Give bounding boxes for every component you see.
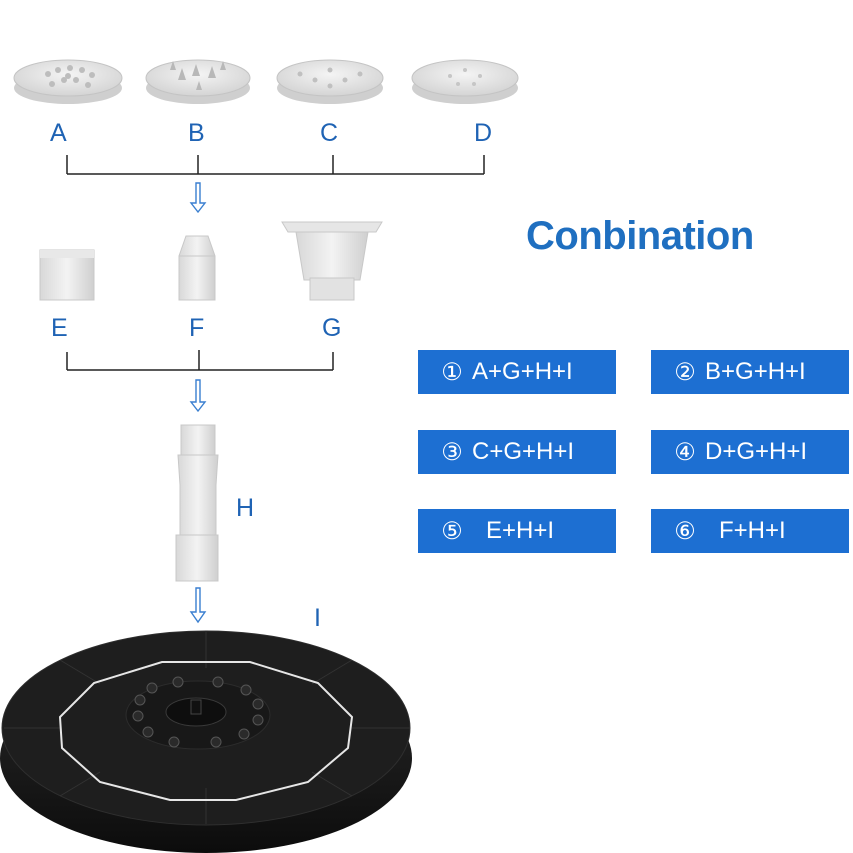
part-label-f: F xyxy=(189,314,205,342)
nozzle-b xyxy=(145,59,251,104)
combination-text: E+H+I xyxy=(486,517,555,544)
nozzle-g xyxy=(281,221,383,301)
arrow-down-icon xyxy=(189,182,207,214)
combination-number: ③ xyxy=(441,438,463,466)
combination-number: ① xyxy=(441,358,463,386)
combination-number: ⑤ xyxy=(441,517,463,545)
combination-6: ⑥ F+H+I xyxy=(651,509,849,553)
combination-2: ② B+G+H+I xyxy=(651,350,849,394)
part-label-h: H xyxy=(236,494,255,522)
nozzle-f xyxy=(178,235,216,301)
nozzle-a xyxy=(13,59,123,104)
combination-number: ④ xyxy=(674,438,696,466)
combination-number: ② xyxy=(674,358,696,386)
solar-fountain-panel-i xyxy=(0,630,412,853)
part-label-c: C xyxy=(320,119,339,147)
combination-5: ⑤ E+H+I xyxy=(418,509,616,553)
part-label-b: B xyxy=(188,119,205,147)
combination-text: D+G+H+I xyxy=(705,438,808,465)
part-label-e: E xyxy=(51,314,68,342)
bracket-a-d xyxy=(66,155,485,175)
combination-number: ⑥ xyxy=(674,517,696,545)
nozzle-d xyxy=(411,59,519,104)
extension-tube-h xyxy=(175,424,219,582)
part-label-d: D xyxy=(474,119,493,147)
arrow-down-icon xyxy=(189,587,207,624)
nozzle-e xyxy=(39,249,95,301)
combination-text: A+G+H+I xyxy=(472,358,573,385)
combination-title: Conbination xyxy=(526,214,754,258)
part-label-i: I xyxy=(314,604,321,632)
bracket-e-g xyxy=(66,350,334,371)
combination-4: ④ D+G+H+I xyxy=(651,430,849,474)
combination-text: C+G+H+I xyxy=(472,438,575,465)
part-label-g: G xyxy=(322,314,342,342)
nozzle-c xyxy=(276,59,384,104)
combination-3: ③ C+G+H+I xyxy=(418,430,616,474)
combination-text: F+H+I xyxy=(719,517,786,544)
combination-1: ① A+G+H+I xyxy=(418,350,616,394)
combination-text: B+G+H+I xyxy=(705,358,806,385)
part-label-a: A xyxy=(50,119,67,147)
arrow-down-icon xyxy=(189,379,207,413)
